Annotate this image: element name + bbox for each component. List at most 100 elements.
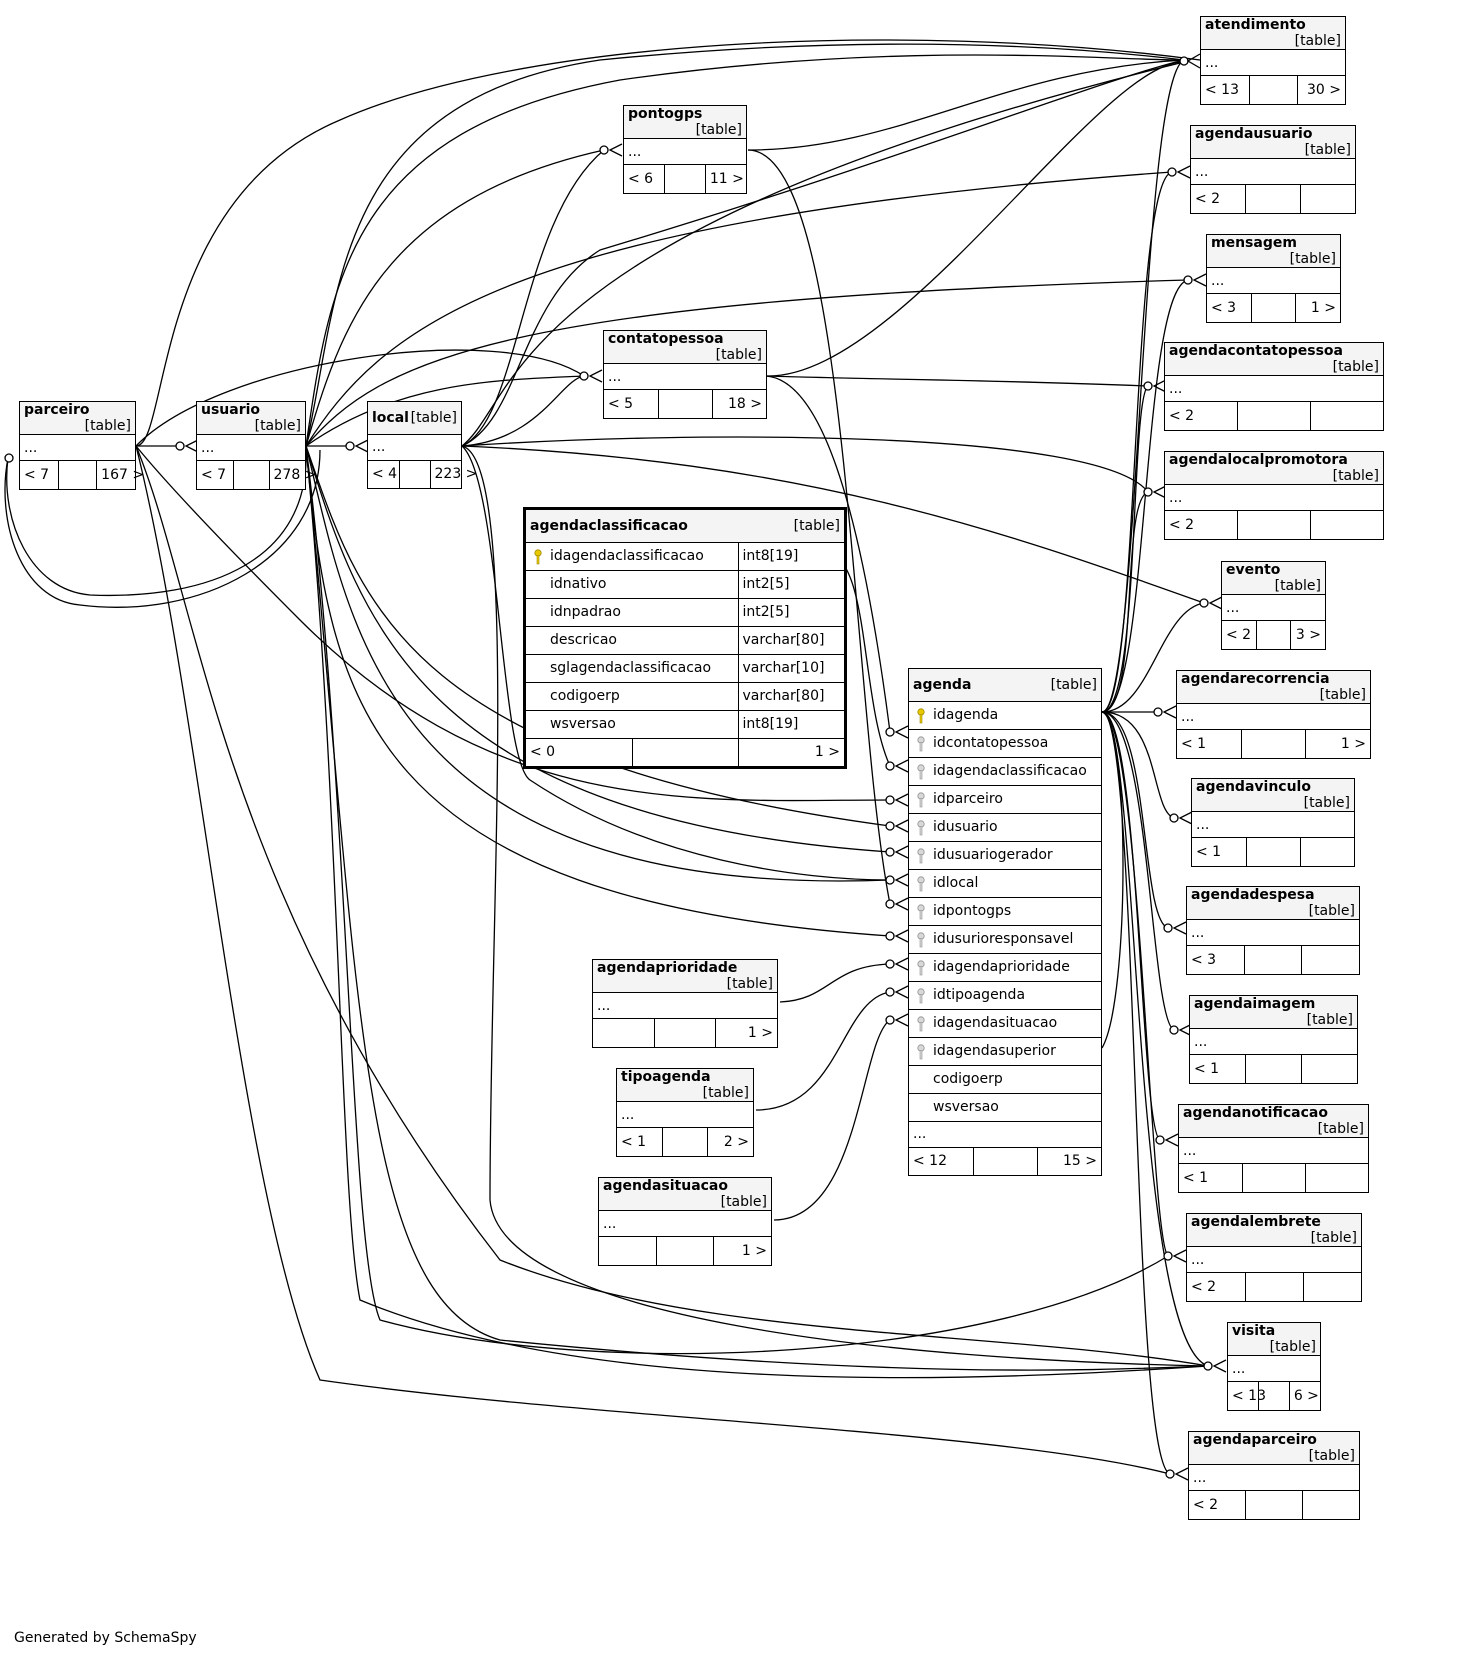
table-agenda[interactable]: agenda[table] idagenda idcontatopessoa i…: [908, 668, 1102, 1176]
parents-count[interactable]: < 7: [20, 460, 59, 489]
table-tag: [table]: [1332, 359, 1379, 375]
parents-count[interactable]: < 2: [1222, 620, 1257, 649]
children-count[interactable]: 1 >: [715, 1018, 777, 1047]
parents-count[interactable]: < 13: [1228, 1381, 1266, 1410]
table-agendalocalpromotora[interactable]: agendalocalpromotora[table] ... < 2: [1164, 451, 1384, 540]
foreign-key-icon: [917, 735, 925, 751]
children-count[interactable]: 1 >: [737, 737, 844, 766]
children-count[interactable]: 11 >: [704, 164, 746, 193]
columns-ellipsis: ...: [1222, 594, 1325, 621]
column-type: int8[19]: [737, 709, 844, 739]
children-count[interactable]: [1300, 1054, 1357, 1083]
children-count[interactable]: [1309, 401, 1383, 430]
foreign-key-icon: [917, 959, 925, 975]
parents-count[interactable]: [599, 1236, 657, 1265]
parents-count[interactable]: < 2: [1165, 510, 1239, 539]
parents-count[interactable]: < 2: [1191, 184, 1247, 213]
parents-count[interactable]: < 1: [1192, 837, 1247, 866]
rows-count: [1248, 75, 1298, 104]
children-count[interactable]: [1301, 945, 1359, 974]
parents-count[interactable]: < 4: [368, 459, 400, 488]
children-count[interactable]: [1299, 837, 1354, 866]
parents-count[interactable]: < 2: [1189, 1490, 1247, 1519]
table-agendausuario[interactable]: agendausuario[table] ... < 2: [1190, 125, 1356, 214]
children-count[interactable]: [1302, 1272, 1361, 1301]
table-tag: [table]: [1332, 468, 1379, 484]
table-agendavinculo[interactable]: agendavinculo[table] ... < 1: [1191, 778, 1355, 867]
parents-count[interactable]: < 12: [909, 1146, 974, 1175]
parents-count[interactable]: < 6: [624, 164, 666, 193]
parents-count[interactable]: < 1: [617, 1127, 663, 1156]
children-count[interactable]: 6 >: [1288, 1381, 1320, 1410]
children-count[interactable]: [1304, 1163, 1368, 1192]
parents-count[interactable]: < 2: [1187, 1272, 1246, 1301]
columns-ellipsis: ...: [197, 434, 305, 461]
foreign-key-icon: [917, 763, 925, 779]
column-name: wsversao: [909, 1092, 1101, 1122]
children-count[interactable]: 223 >: [429, 459, 477, 488]
children-count[interactable]: 1 >: [1295, 293, 1340, 322]
table-agendacontatopessoa[interactable]: agendacontatopessoa[table] ... < 2: [1164, 342, 1384, 431]
table-agendaprioridade[interactable]: agendaprioridade[table] ... 1 >: [592, 959, 778, 1048]
table-agendaimagem[interactable]: agendaimagem[table] ... < 1: [1189, 995, 1358, 1084]
table-tag: [table]: [695, 122, 742, 138]
table-agendalembrete[interactable]: agendalembrete[table] ... < 2: [1186, 1213, 1362, 1302]
parents-count[interactable]: < 0: [526, 737, 633, 766]
column-name: idnpadrao: [526, 597, 739, 627]
children-count[interactable]: 278 >: [268, 460, 316, 489]
table-agendaparceiro[interactable]: agendaparceiro[table] ... < 2: [1188, 1431, 1360, 1520]
parents-count[interactable]: [593, 1018, 655, 1047]
rows-count: [1244, 1272, 1304, 1301]
table-name: agendalocalpromotora: [1169, 452, 1348, 468]
parents-count[interactable]: < 1: [1177, 729, 1242, 758]
table-tag: [table]: [715, 347, 762, 363]
children-count[interactable]: 167 >: [96, 460, 144, 489]
children-count[interactable]: 15 >: [1036, 1146, 1101, 1175]
column-name: idagendaprioridade: [933, 959, 1070, 975]
table-agendadespesa[interactable]: agendadespesa[table] ... < 3: [1186, 886, 1360, 975]
children-count[interactable]: [1299, 184, 1355, 213]
children-count[interactable]: 1 >: [1305, 729, 1370, 758]
children-count[interactable]: 30 >: [1296, 75, 1345, 104]
column-name: idpontogps: [933, 903, 1012, 919]
columns-ellipsis: ...: [1192, 811, 1354, 838]
children-count[interactable]: 1 >: [713, 1236, 771, 1265]
table-agendaclassificacao[interactable]: agendaclassificacao[table] idagendaclass…: [523, 507, 847, 769]
parents-count[interactable]: < 1: [1190, 1054, 1247, 1083]
children-count[interactable]: [1301, 1490, 1359, 1519]
children-count[interactable]: [1309, 510, 1383, 539]
foreign-key-icon: [917, 931, 925, 947]
rows-count: [664, 164, 706, 193]
table-tag: [table]: [726, 976, 773, 992]
children-count[interactable]: 18 >: [711, 389, 766, 418]
parents-count[interactable]: < 7: [197, 460, 234, 489]
children-count[interactable]: 3 >: [1290, 620, 1325, 649]
parents-count[interactable]: < 1: [1179, 1163, 1243, 1192]
children-count[interactable]: 2 >: [707, 1127, 753, 1156]
table-name: agendaprioridade: [597, 960, 738, 976]
parents-count[interactable]: < 5: [604, 389, 659, 418]
table-tag: [table]: [84, 418, 131, 434]
parents-count[interactable]: < 3: [1187, 945, 1245, 974]
table-name: agendanotificacao: [1183, 1105, 1328, 1121]
column-name: idagendaclassificacao: [550, 548, 704, 564]
parents-count[interactable]: < 2: [1165, 401, 1239, 430]
column-name: idnativo: [526, 569, 739, 599]
parents-count[interactable]: < 3: [1207, 293, 1252, 322]
parents-count[interactable]: < 13: [1201, 75, 1250, 104]
table-agendasituacao[interactable]: agendasituacao[table] ... 1 >: [598, 1177, 772, 1266]
table-agendanotificacao[interactable]: agendanotificacao[table] ... < 1: [1178, 1104, 1369, 1193]
rows-count: [1240, 729, 1307, 758]
